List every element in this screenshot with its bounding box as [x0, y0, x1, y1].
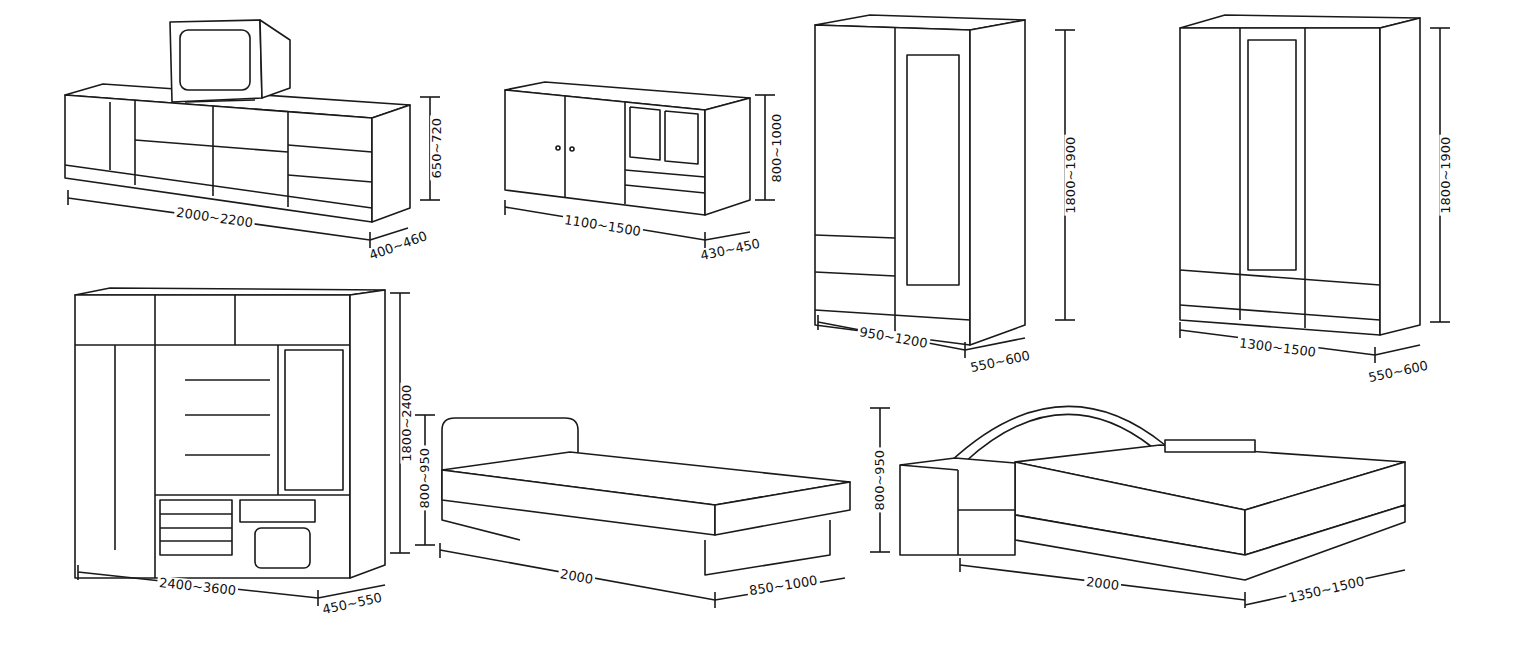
- tv-cabinet: [65, 20, 440, 248]
- dimension-label: 2000: [557, 567, 596, 588]
- dimension-label: 550~600: [967, 348, 1033, 375]
- dimension-label: 800~1000: [770, 112, 784, 185]
- wardrobe: [1180, 15, 1450, 363]
- dimension-label: 1800~1900: [1440, 134, 1454, 215]
- double-bed: [870, 406, 1405, 608]
- sideboard: [505, 82, 775, 248]
- dimension-label: 1800~2400: [401, 382, 415, 463]
- dimension-label: 2000: [1084, 575, 1123, 594]
- dimension-label: 1800~1900: [1065, 134, 1079, 215]
- dimension-label: 1350~1500: [1286, 574, 1368, 606]
- dimension-label: 800~950: [873, 448, 887, 513]
- dimension-label: 850~1000: [746, 573, 820, 599]
- dimension-label: 800~950: [418, 446, 432, 511]
- dimension-label: 400~460: [365, 228, 431, 264]
- single-bed: [415, 415, 850, 608]
- dimension-label: 2000~2200: [174, 205, 256, 230]
- wardrobe: [815, 15, 1075, 358]
- dimension-label: 2400~3600: [157, 576, 239, 599]
- wall-unit: [75, 288, 410, 606]
- dimension-label: 1300~1500: [1237, 336, 1319, 360]
- dimension-label: 1100~1500: [562, 213, 644, 240]
- dimension-label: 650~720: [430, 116, 444, 181]
- dimension-label: 450~550: [319, 590, 385, 617]
